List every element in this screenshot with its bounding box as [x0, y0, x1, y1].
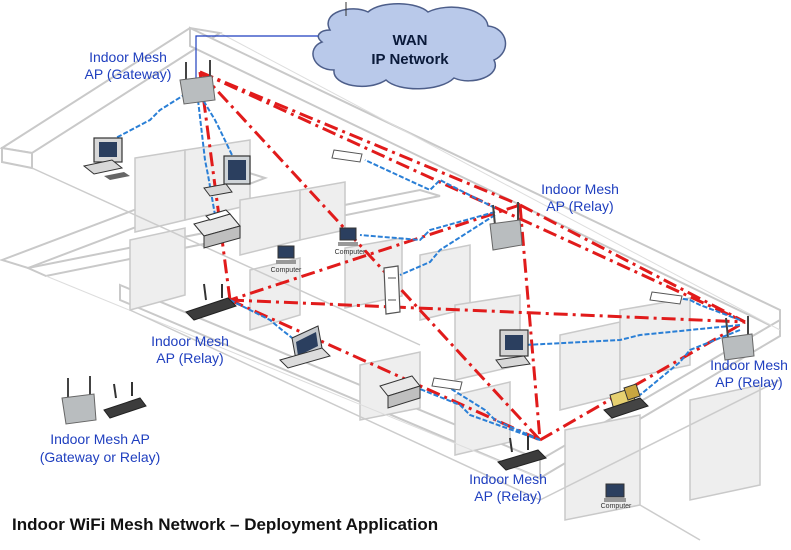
legend-label-line1: Indoor Mesh AP — [50, 431, 150, 447]
relay-right-label-line1: Indoor Mesh — [710, 357, 788, 373]
relay-top-label-line2: AP (Relay) — [546, 198, 613, 214]
legend-label: Indoor Mesh AP (Gateway or Relay) — [40, 431, 161, 465]
printer-2 — [379, 375, 421, 409]
legend-ap-icons — [61, 376, 147, 425]
computer-label-3: Computer — [601, 503, 632, 510]
gateway-label: Indoor Mesh AP (Gateway) — [85, 49, 172, 82]
camera-3 — [431, 377, 463, 391]
diagram-caption: Indoor WiFi Mesh Network – Deployment Ap… — [12, 515, 438, 534]
gateway-label-line1: Indoor Mesh — [89, 49, 167, 65]
computer-label-2: Computer — [335, 249, 366, 256]
wired-uplink — [195, 35, 318, 80]
wan-cloud: WAN IP Network — [312, 3, 507, 90]
flat-monitor-1 — [203, 155, 251, 197]
computer-small-1: Computer — [271, 245, 302, 274]
relay-top-label-line1: Indoor Mesh — [541, 181, 619, 197]
legend-label-line2: (Gateway or Relay) — [40, 449, 161, 465]
camera-1 — [331, 149, 363, 163]
gateway-label-line2: AP (Gateway) — [85, 66, 172, 82]
computer-label-1: Computer — [271, 267, 302, 274]
crt-monitor-1 — [495, 329, 531, 369]
relay-bottom-label-line2: AP (Relay) — [474, 488, 541, 504]
laptop-1 — [279, 325, 331, 369]
relay-right-label-line2: AP (Relay) — [715, 374, 782, 390]
camera-2 — [649, 291, 683, 305]
relay-top-label: Indoor Mesh AP (Relay) — [541, 181, 619, 214]
tower-device — [383, 265, 401, 315]
wireless-links — [111, 89, 741, 441]
computer-small-3: Computer — [601, 483, 632, 510]
relay-bottom-label: Indoor Mesh AP (Relay) — [469, 471, 547, 504]
desktop-computer-1 — [82, 137, 130, 180]
workstation-1 — [603, 383, 649, 419]
relay-bottom-label-line1: Indoor Mesh — [469, 471, 547, 487]
computer-small-2: Computer — [335, 227, 366, 256]
relay-left-label-line2: AP (Relay) — [156, 350, 223, 366]
printer-1 — [193, 209, 241, 249]
relay-left-label: Indoor Mesh AP (Relay) — [151, 333, 229, 366]
relay-ap-bottom — [497, 436, 547, 471]
relay-ap-right — [721, 316, 755, 361]
gateway-ap — [179, 60, 216, 105]
wan-label: WAN — [393, 32, 428, 49]
relay-ap-top — [489, 202, 523, 251]
office-floor — [0, 26, 781, 541]
relay-right-label: Indoor Mesh AP (Relay) — [710, 357, 788, 390]
relay-ap-left — [185, 283, 237, 321]
ip-network-label: IP Network — [371, 51, 449, 68]
relay-left-label-line1: Indoor Mesh — [151, 333, 229, 349]
